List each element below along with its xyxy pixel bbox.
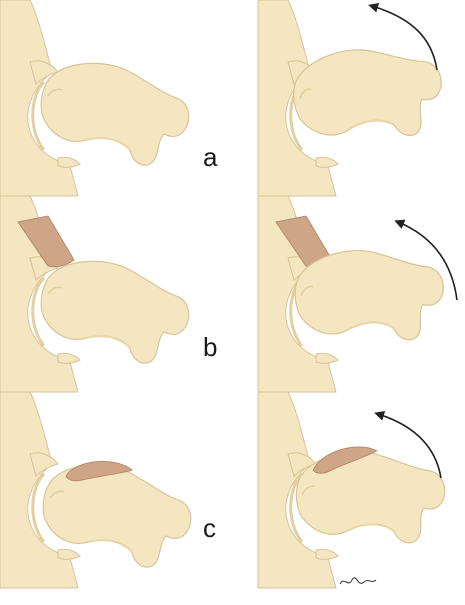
signature-mark [339, 577, 377, 585]
row-c-neutral [0, 390, 192, 590]
panel-label-c: c [203, 513, 216, 543]
panel-label-a: a [203, 142, 218, 172]
row-b-flexed [256, 194, 456, 394]
row-a-neutral [0, 0, 190, 198]
row-b-neutral [0, 194, 190, 394]
row-a-flexed [256, 0, 456, 198]
rotation-arrow-icon [394, 219, 458, 301]
panel-label-b: b [203, 332, 218, 362]
row-c-flexed [256, 390, 456, 590]
rotation-arrow-icon [374, 411, 442, 479]
rotation-arrow-icon [368, 2, 438, 71]
